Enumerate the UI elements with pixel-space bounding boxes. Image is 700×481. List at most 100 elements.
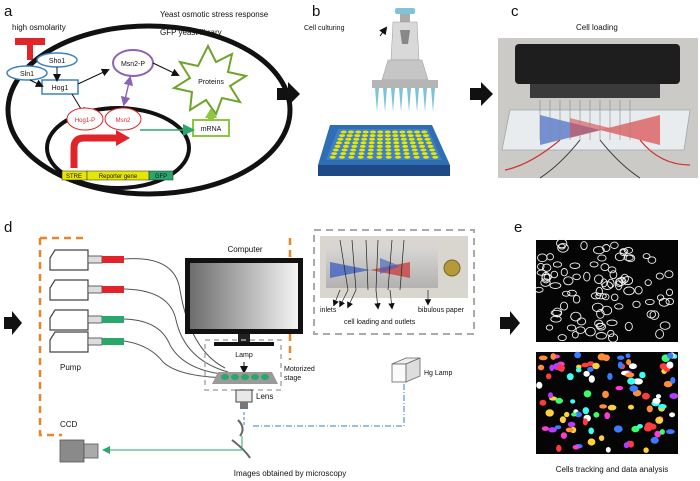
cell-outline [589,261,599,268]
ccd-label: CCD [60,420,78,429]
cell-outline [580,241,588,251]
well-plate-icon [318,125,450,176]
cell-outline [591,302,604,313]
panel-a-title: Yeast osmotic stress response [160,10,269,19]
tracked-cell [556,364,565,371]
plate-well [408,137,415,141]
cell-outline [595,322,605,330]
tracked-cell [646,405,653,413]
cell-outline [572,273,581,281]
plate-well [376,144,383,148]
pump-2 [49,279,124,301]
tracked-cell [628,404,634,410]
plate-well [423,155,429,159]
cell-outline [559,301,569,311]
cell-outline [614,303,624,310]
plate-well [334,144,341,148]
outlets-label: cell loading and outlets [344,319,416,326]
plate-well [351,144,358,148]
tracked-cell [559,416,567,424]
cell-outline [655,329,665,339]
cell-outlines [534,238,675,343]
arrow-into-d [4,311,22,335]
tracked-cell [536,381,543,389]
tracked-cell [537,364,545,371]
tracked-cell [592,362,600,370]
cell-outline [595,332,607,340]
cell-loading-label: Cell loading [576,23,618,32]
tracked-cell [669,412,676,418]
panel-a-signaling-diagram: high osmolarity Yeast osmotic stress res… [5,10,293,197]
panel-b-culturing: Cell culturing [304,8,450,176]
cell-outline [644,279,652,286]
cell-outline [593,246,605,255]
tracked-cell [583,390,592,398]
plate-well [411,148,418,152]
plate-well [362,134,368,138]
plate-well [399,130,406,134]
cell-outline [618,276,626,284]
cell-outline [545,324,554,331]
cell-outline [569,262,581,269]
cell-outline [537,262,545,271]
plate-well [344,141,351,145]
inlets-label: inlets [320,307,337,314]
computer-label: Computer [227,245,262,254]
plate-well [430,152,437,156]
pump-4 [49,331,124,353]
stage-wells [221,374,269,380]
plate-well [345,137,352,141]
tracked-cell [582,407,589,415]
cell-outline [566,324,577,332]
cell-outline [557,334,567,342]
plate-well [336,141,342,145]
plate-well [339,134,346,138]
pump-3 [49,309,124,331]
panel-e-analysis: Cells tracking and data analysis [534,238,679,474]
panel-label-d: d [4,219,12,236]
cell-outline [656,294,665,301]
plate-well [368,144,375,148]
plate-well [367,152,374,156]
cell-outline [575,326,586,334]
plate-well [421,130,428,134]
tracked-cell [565,427,574,433]
mrna-label: mRNA [201,126,222,133]
tracked-cell [669,393,679,399]
tracked-cell [545,373,552,380]
library-label: GFP yeast library [160,28,222,37]
sho1-label: Sho1 [49,58,65,65]
plate-well [376,148,383,152]
tracked-cell [628,440,634,448]
tracked-cell [582,418,588,426]
msn2-label: Msn2 [116,118,131,124]
lamp-label: Lamp [235,352,253,359]
analysis-label: Cells tracking and data analysis [556,465,669,474]
tracked-cell [617,355,625,360]
plate-well [376,152,383,156]
plate-well [353,137,360,141]
plate-well [337,137,344,141]
tracked-cell [597,353,606,361]
plate-well [384,134,391,138]
plate-well [402,144,409,148]
plate-well [413,155,420,159]
plate-well [361,137,368,141]
cell-outline [644,298,655,306]
plate-well [422,134,429,138]
cell-outline [623,286,635,296]
tracked-cell [572,444,580,450]
tracked-cell [670,377,676,384]
plate-well [355,130,362,134]
tracked-cell [564,411,570,418]
arrow-d-to-e [500,311,520,335]
plate-well [384,130,391,134]
tracked-cell [598,435,605,441]
plate-well [332,148,339,152]
cell-outline [632,300,641,309]
cell-outline [610,241,619,249]
plate-well [370,130,376,134]
plate-well [329,155,336,159]
tracked-cell [556,444,562,452]
cell-outline [567,289,577,297]
